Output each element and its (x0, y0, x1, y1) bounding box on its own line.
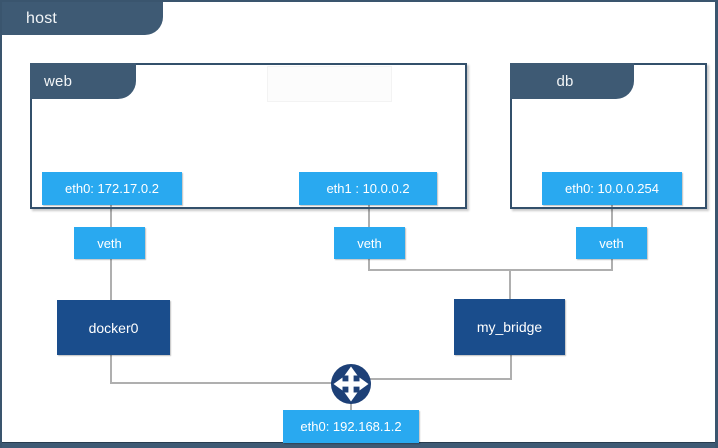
veth-label: veth (599, 235, 624, 251)
db-tab: db (510, 63, 634, 99)
web-eth1-label: eth1 : 10.0.0.2 (326, 181, 410, 196)
host-label: host (26, 9, 58, 27)
veth-node-2: veth (334, 227, 405, 259)
connector-mybridge-router (350, 378, 511, 380)
veth-node-1: veth (74, 227, 145, 259)
my-bridge-node: my_bridge (454, 299, 565, 355)
web-eth1-node: eth1 : 10.0.0.2 (299, 172, 437, 205)
db-eth0-node: eth0: 10.0.0.254 (542, 172, 682, 205)
web-tab: web (30, 63, 136, 99)
my-bridge-label: my_bridge (476, 319, 543, 335)
web-eth0-label: eth0: 172.17.0.2 (65, 181, 159, 196)
connector-veth-bus (368, 269, 613, 271)
docker0-label: docker0 (88, 319, 139, 336)
faint-ghost-box (267, 66, 392, 102)
host-tab: host (2, 2, 163, 35)
container-web (30, 63, 467, 209)
db-eth0-label: eth0: 10.0.0.254 (565, 181, 659, 196)
host-eth0-node: eth0: 192.168.1.2 (283, 410, 419, 443)
db-label: db (556, 72, 574, 90)
host-eth0-label: eth0: 192.168.1.2 (300, 419, 402, 434)
docker0-bridge-node: docker0 (57, 300, 170, 355)
connector-docker0-down (110, 355, 112, 384)
veth-node-3: veth (576, 227, 647, 259)
connector-docker0-router (110, 382, 351, 384)
router-arrows-icon (331, 364, 371, 404)
web-eth0-node: eth0: 172.17.0.2 (42, 172, 182, 205)
connector-mybridge-down (510, 355, 512, 380)
connector-bus-mybridge (509, 269, 511, 299)
web-label: web (44, 72, 73, 90)
veth-label: veth (357, 235, 382, 251)
veth-label: veth (97, 235, 122, 251)
